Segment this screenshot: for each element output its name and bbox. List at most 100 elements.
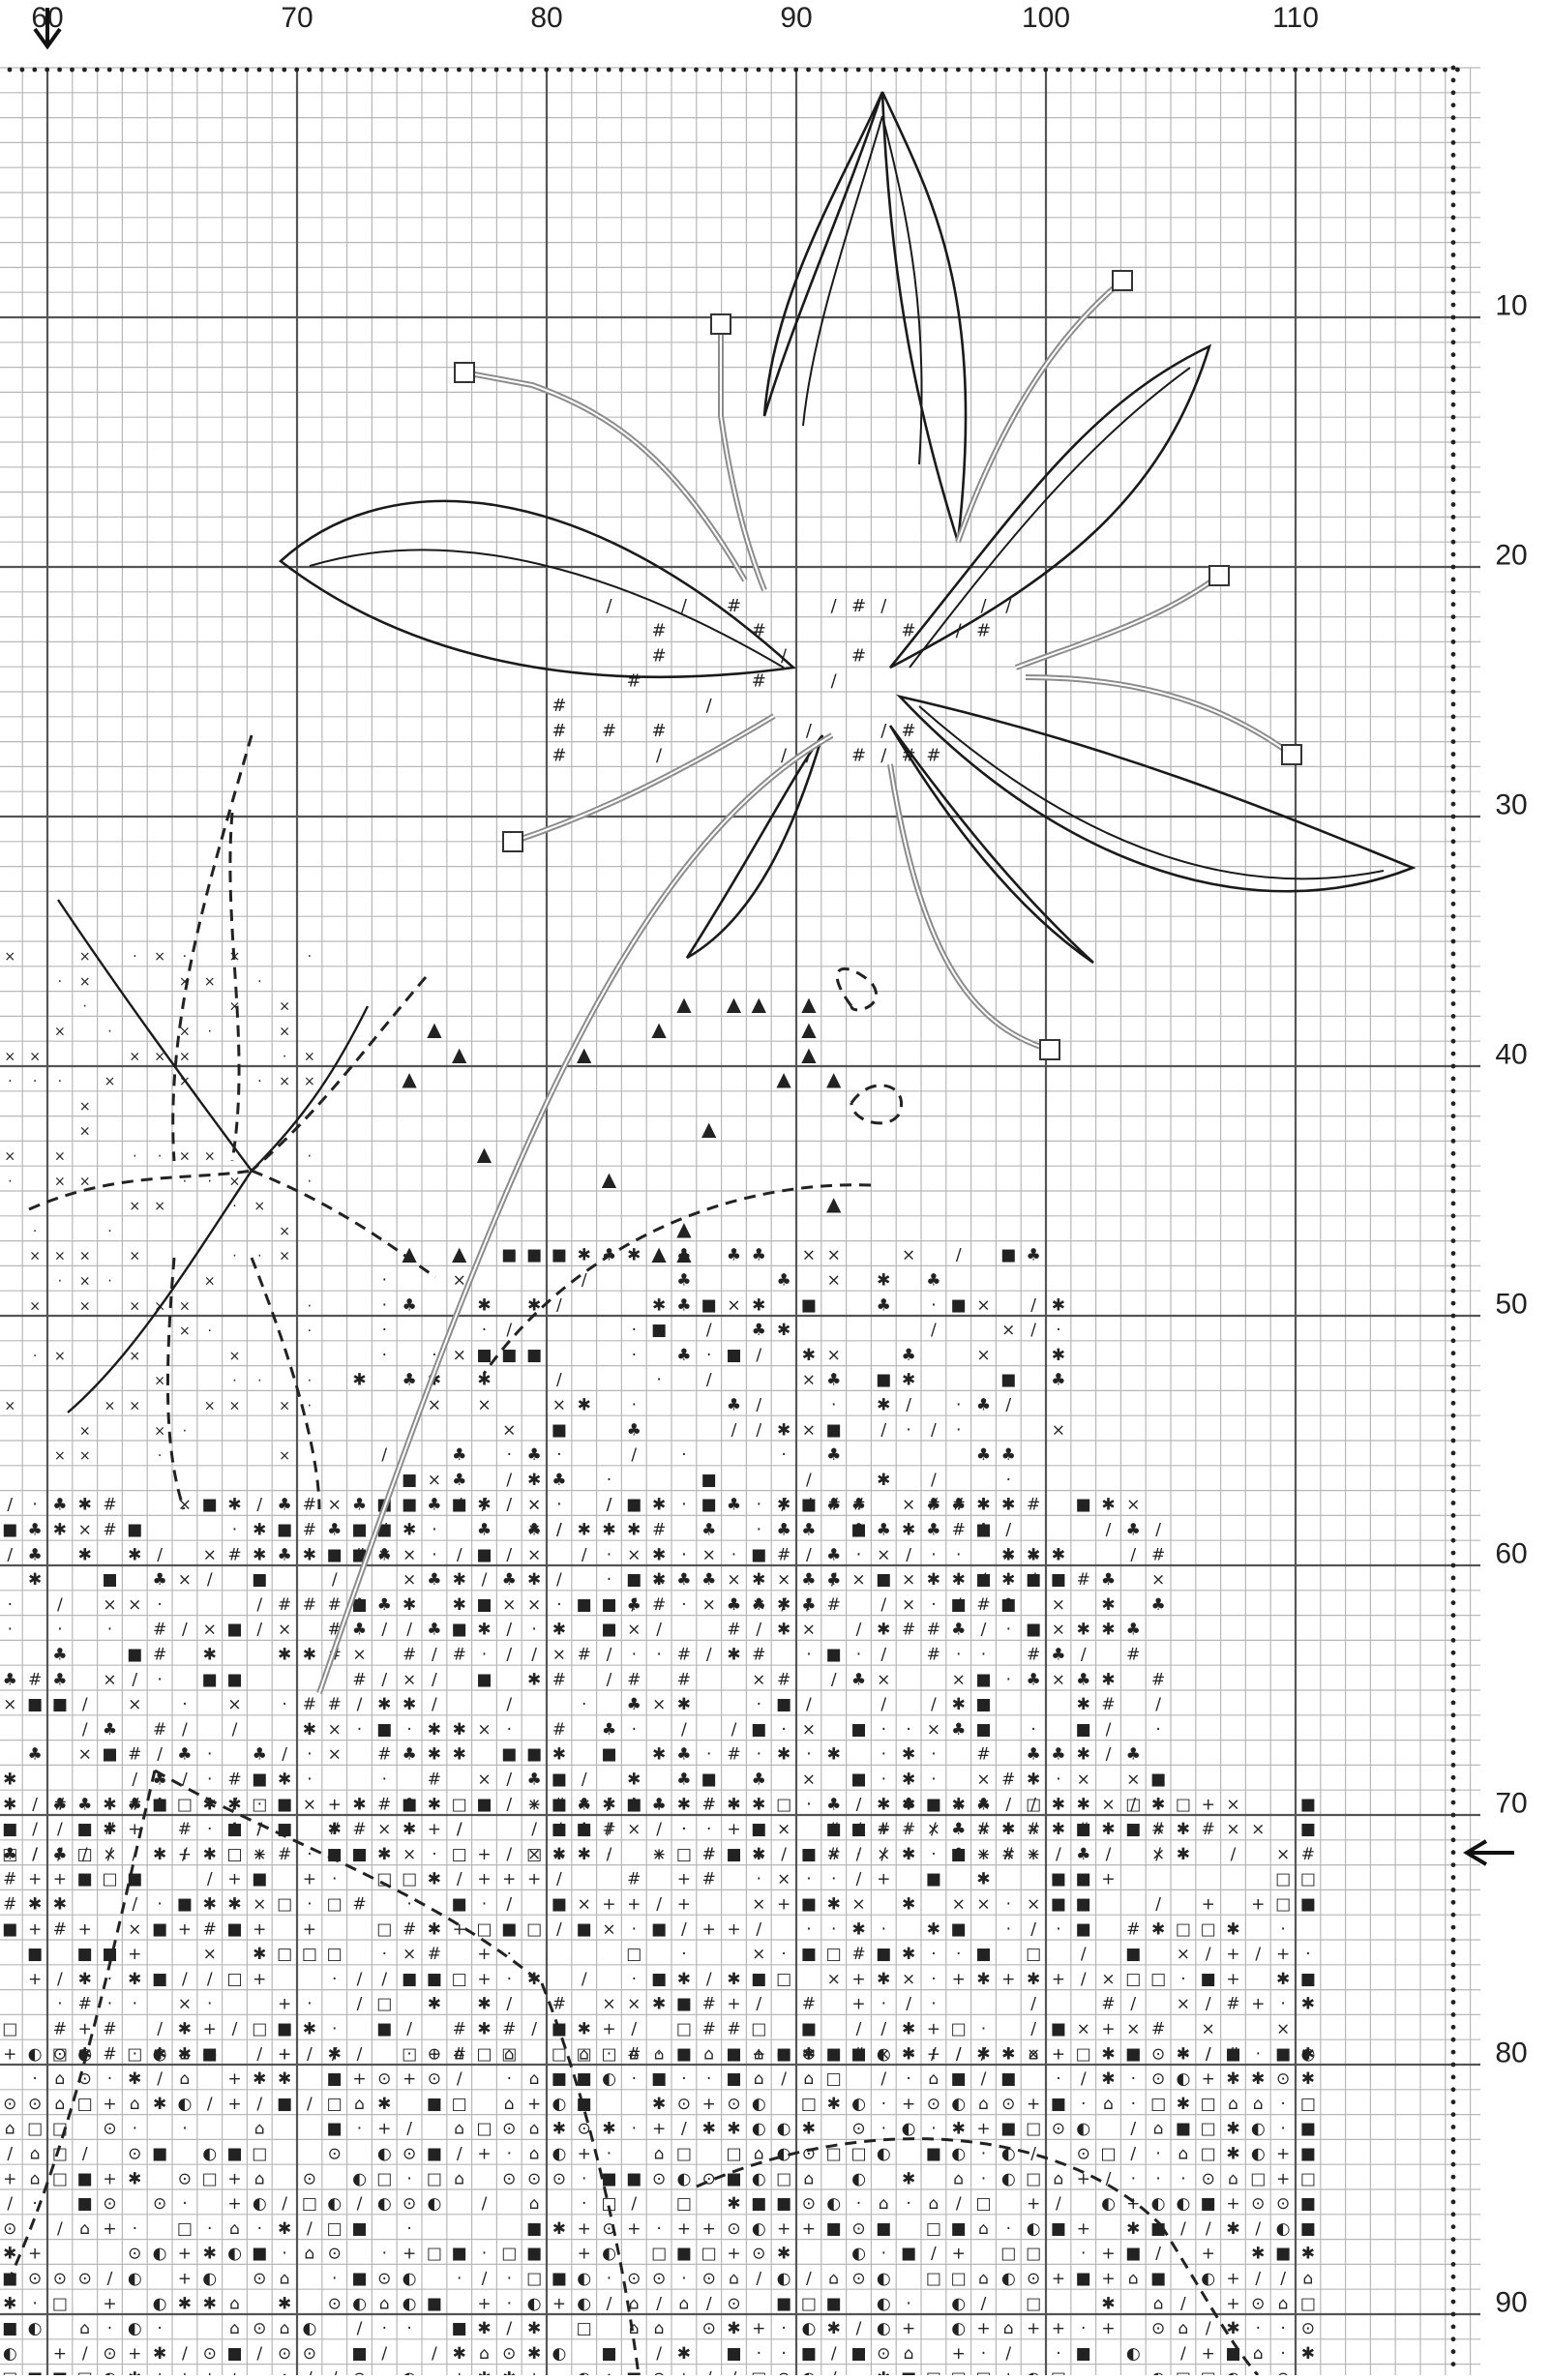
border-dot	[1451, 1101, 1456, 1106]
border-dot	[1451, 1077, 1456, 1082]
stitch-symbol: ■	[726, 1346, 741, 1365]
stitch-symbol: #	[827, 1496, 841, 1515]
stitch-symbol: +	[278, 2044, 291, 2064]
stitch-symbol: ■	[52, 2369, 68, 2375]
stitch-symbol: ·	[133, 2044, 137, 2064]
stitch-symbol: ♣	[701, 1521, 716, 1540]
stitch-symbol: ·	[1081, 2095, 1086, 2114]
stitch-symbol: ■	[552, 1895, 567, 1915]
stitch-symbol: ✱	[652, 1745, 666, 1765]
stitch-symbol: ×	[328, 1720, 342, 1740]
stitch-symbol: ■	[926, 1870, 941, 1889]
stitch-symbol: □	[975, 2369, 991, 2375]
stitch-symbol: /	[756, 2270, 761, 2289]
stitch-symbol: ■	[1300, 1820, 1316, 1839]
stitch-symbol: ♣	[926, 1271, 940, 1291]
stitch-symbol: ×	[1027, 1895, 1040, 1915]
stitch-symbol: /	[406, 2120, 412, 2139]
stitch-symbol: #	[627, 1870, 641, 1889]
stitch-symbol: #	[552, 1720, 566, 1740]
border-dot	[1318, 68, 1323, 73]
stitch-symbol: ✱	[1052, 1346, 1065, 1365]
stitch-symbol: ■	[177, 1895, 193, 1915]
stitch-symbol: ·	[1056, 1919, 1060, 1939]
stitch-symbol: ⌂	[479, 2344, 490, 2364]
stitch-symbol: /	[256, 1621, 262, 1640]
stitch-symbol: +	[702, 2095, 716, 2114]
stitch-symbol: ◐	[1176, 2069, 1190, 2089]
stitch-symbol: ■	[1026, 1621, 1041, 1640]
stitch-symbol: /	[132, 1670, 137, 1689]
stitch-symbol: /	[32, 1820, 38, 1839]
border-dot	[382, 68, 387, 73]
stitch-symbol: ⊙	[428, 2044, 441, 2064]
stitch-symbol: ·	[107, 1995, 112, 2014]
stitch-symbol: +	[303, 1870, 316, 1889]
stitch-symbol: +	[253, 1970, 266, 1989]
stitch-symbol: ■	[552, 2270, 567, 2289]
stitch-symbol: □	[926, 2219, 941, 2239]
stitch-symbol: ✱	[1077, 1695, 1090, 1714]
stitch-symbol: □	[651, 2245, 667, 2264]
stitch-symbol: /	[1206, 2219, 1211, 2239]
stitch-symbol: ✱	[53, 1521, 67, 1540]
border-dot	[681, 68, 686, 73]
stitch-symbol: ♣	[1101, 1570, 1116, 1590]
stitch-symbol: /	[781, 2069, 787, 2089]
stitch-symbol: ✱	[1177, 1845, 1190, 1864]
stitch-symbol: /	[1206, 2319, 1211, 2338]
stitch-symbol: /	[256, 2344, 262, 2364]
stitch-symbol: /	[582, 1271, 587, 1291]
stitch-symbol: +	[851, 1970, 865, 1989]
stitch-symbol: ■	[1201, 2194, 1216, 2214]
stitch-symbol: ✱	[952, 1570, 966, 1590]
stitch-symbol: ■	[277, 2095, 292, 2114]
stitch-symbol: □	[1125, 1795, 1141, 1814]
stitch-symbol: ⌂	[254, 2169, 265, 2188]
border-dot	[1293, 68, 1297, 73]
stitch-symbol: ■	[452, 1496, 467, 1515]
border-dot	[1268, 68, 1273, 73]
stitch-symbol: ⌂	[280, 2270, 290, 2289]
stitch-symbol: ⌂	[5, 2120, 15, 2139]
stitch-symbol: ⊙	[3, 2219, 16, 2239]
stitch-symbol: □	[252, 2145, 267, 2164]
stitch-symbol: ⌂	[654, 2044, 665, 2064]
border-dot	[1451, 1475, 1456, 1480]
stitch-symbol: ◐	[403, 2369, 417, 2375]
stitch-symbol: ×	[827, 1970, 841, 1989]
stitch-symbol: □	[1076, 2044, 1091, 2064]
stitch-symbol: ·	[207, 1025, 211, 1040]
stitch-symbol: ■	[202, 1496, 218, 1515]
stitch-symbol: ×	[129, 1249, 140, 1264]
stitch-symbol: ♣	[826, 1445, 841, 1465]
stitch-symbol: ♣	[552, 1471, 566, 1490]
stitch-symbol: ×	[952, 1670, 966, 1689]
stitch-symbol: ·	[1081, 1845, 1086, 1864]
stitch-symbol: ✱	[303, 1646, 316, 1665]
stitch-symbol: ⊙	[403, 2145, 416, 2164]
stitch-symbol: /	[357, 1695, 363, 1714]
stitch-symbol: ✱	[578, 1845, 591, 1864]
border-dot	[1451, 1800, 1456, 1805]
stitch-symbol: +	[1101, 2245, 1115, 2264]
stitch-symbol: /	[432, 1695, 437, 1714]
stitch-symbol: ✱	[303, 1545, 316, 1564]
stitch-symbol: /	[357, 2044, 363, 2064]
stitch-symbol: ⌂	[629, 2044, 640, 2064]
stitch-symbol: ▲	[676, 993, 692, 1016]
stitch-symbol: ⌂	[454, 2169, 464, 2188]
stitch-symbol: /	[556, 1521, 562, 1540]
stitch-symbol: ×	[403, 1845, 416, 1864]
stitch-symbol: ×	[702, 1545, 716, 1564]
stitch-symbol: ×	[179, 1049, 191, 1064]
stitch-symbol: ▲	[801, 993, 817, 1016]
stitch-symbol: ·	[681, 1820, 686, 1839]
stitch-symbol: ◐	[951, 2294, 966, 2313]
border-dot	[332, 68, 337, 73]
stitch-symbol: □	[77, 1845, 93, 1864]
stitch-symbol: ◐	[1027, 2219, 1041, 2239]
stitch-symbol: ▲	[676, 1242, 692, 1265]
stitch-symbol: ·	[706, 1745, 711, 1765]
stitch-symbol: ◐	[377, 2145, 392, 2164]
